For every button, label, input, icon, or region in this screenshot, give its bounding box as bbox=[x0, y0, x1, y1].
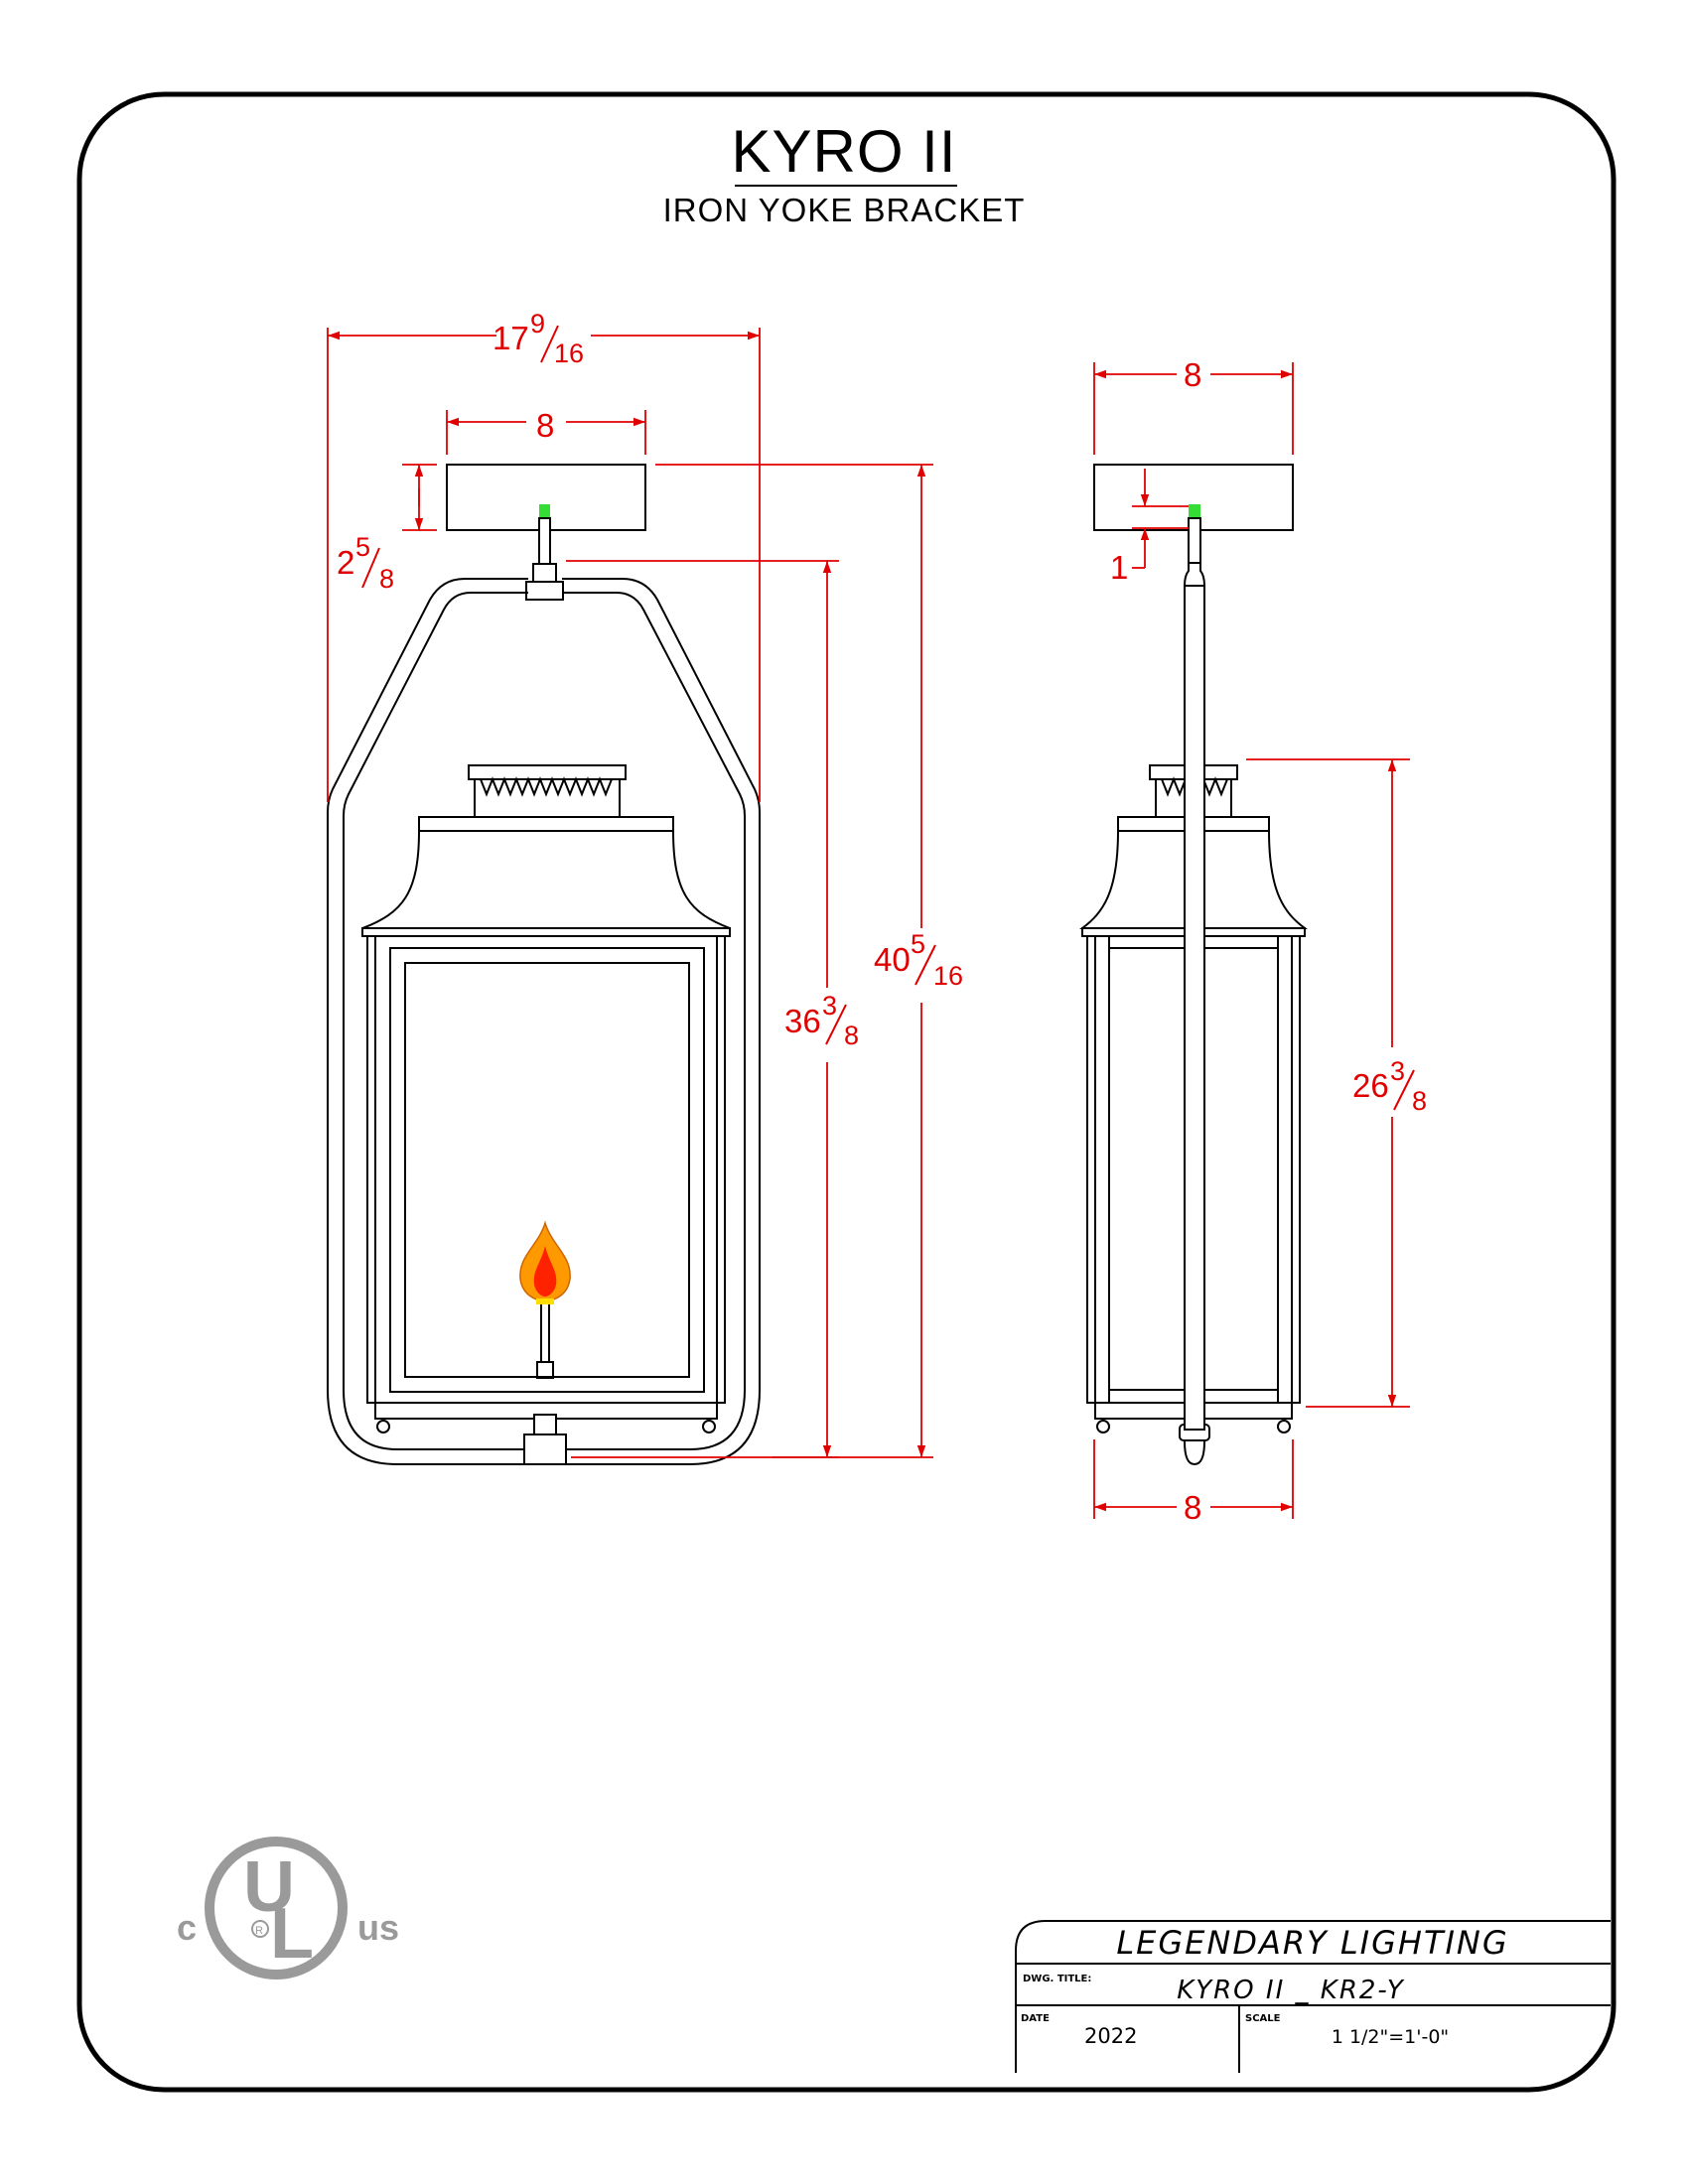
dim-side-base-width: 8 bbox=[1184, 1489, 1201, 1526]
dim-canopy-offset-num: 5 bbox=[355, 532, 370, 562]
side-chimney-vents bbox=[1161, 776, 1228, 797]
front-view bbox=[327, 464, 761, 1465]
dim-body-height-num: 3 bbox=[1390, 1056, 1405, 1086]
sheet-border bbox=[76, 91, 1617, 2093]
dim-front-canopy-width: 8 bbox=[536, 407, 554, 444]
side-dimension-labels: 8 1 26 3 8 8 bbox=[1110, 356, 1427, 1526]
title-underline bbox=[735, 185, 957, 187]
side-dimensions bbox=[1093, 362, 1410, 1519]
dim-fixture-height-den: 8 bbox=[844, 1021, 859, 1050]
dim-overall-width-num: 9 bbox=[530, 309, 545, 339]
front-gas-valve bbox=[539, 504, 550, 518]
front-dimensions bbox=[327, 328, 933, 1458]
ul-registered-mark: R bbox=[255, 1925, 263, 1937]
side-gas-valve bbox=[1189, 504, 1200, 518]
ul-listed-logo: U L R c us bbox=[177, 1837, 399, 1979]
dim-side-offset: 1 bbox=[1110, 549, 1128, 586]
title-block bbox=[1015, 1920, 1611, 2073]
dim-overall-height-num: 5 bbox=[911, 929, 925, 959]
front-chimney-vents bbox=[480, 776, 613, 797]
dim-fixture-height-num: 3 bbox=[822, 991, 837, 1021]
front-roof bbox=[361, 830, 731, 929]
date-label: DATE bbox=[1021, 2013, 1050, 2024]
dim-overall-height-den: 16 bbox=[933, 961, 963, 991]
ul-logo-c: c bbox=[177, 1907, 197, 1948]
scale-value: 1 1/2"=1'-0" bbox=[1332, 2026, 1449, 2048]
dwg-title: KYRO II _ KR2-Y bbox=[1177, 1976, 1405, 2005]
dim-canopy-offset-whole: 2 bbox=[337, 544, 354, 581]
front-yoke-bracket bbox=[327, 578, 761, 1465]
dim-body-height-whole: 26 bbox=[1352, 1067, 1389, 1104]
drawing-title: KYRO II bbox=[731, 118, 957, 185]
scale-label: SCALE bbox=[1245, 2013, 1281, 2024]
front-body bbox=[366, 935, 726, 1404]
dim-canopy-offset-den: 8 bbox=[379, 564, 394, 594]
dim-overall-width-whole: 17 bbox=[492, 320, 529, 356]
dim-fixture-height-whole: 36 bbox=[784, 1003, 821, 1039]
ul-logo-us: us bbox=[357, 1907, 399, 1948]
front-flame bbox=[519, 1220, 571, 1304]
ul-mark-u: U bbox=[243, 1847, 295, 1927]
front-dimension-labels: 17 9 16 8 2 5 8 36 3 8 40 5 16 bbox=[337, 309, 963, 1050]
dwg-title-label: DWG. TITLE: bbox=[1023, 1974, 1091, 1984]
dim-body-height-den: 8 bbox=[1412, 1086, 1427, 1116]
drawing-subtitle: IRON YOKE BRACKET bbox=[662, 192, 1026, 228]
dim-side-canopy-width: 8 bbox=[1184, 356, 1201, 393]
ul-mark-l: L bbox=[270, 1894, 314, 1974]
title-block-text: LEGENDARY LIGHTING DWG. TITLE: KYRO II _… bbox=[1021, 1924, 1508, 2048]
date-value: 2022 bbox=[1084, 2024, 1137, 2048]
company-name: LEGENDARY LIGHTING bbox=[1116, 1924, 1508, 1962]
dim-overall-height-whole: 40 bbox=[874, 941, 911, 978]
dim-overall-width-den: 16 bbox=[554, 339, 584, 368]
